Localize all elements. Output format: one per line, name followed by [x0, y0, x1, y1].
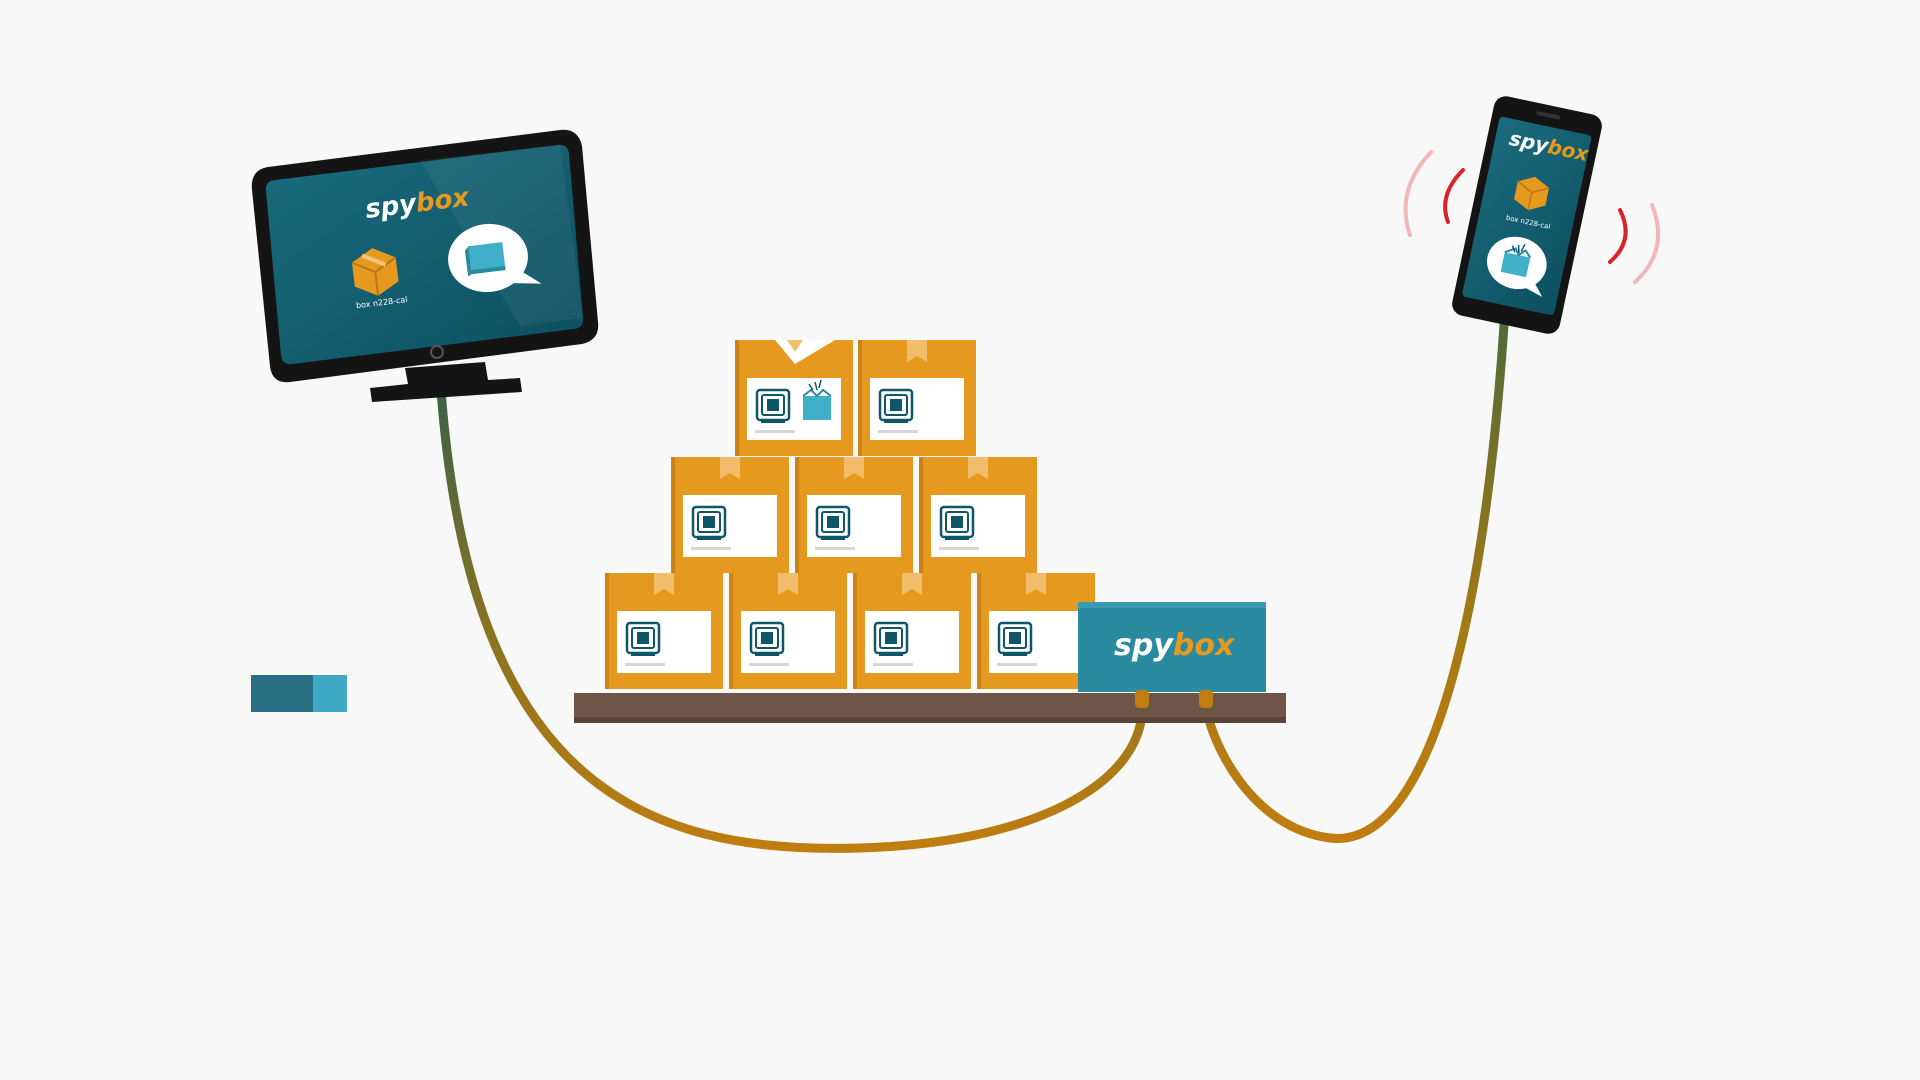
cardboard-box — [671, 457, 789, 573]
phone-cable — [1201, 305, 1510, 843]
monitor-cable — [436, 385, 1147, 853]
sensor-block — [251, 675, 347, 712]
package-icon — [351, 248, 399, 296]
spybox-device-logo: spybox — [1114, 628, 1236, 663]
monitor-screen — [265, 144, 584, 365]
monitor: spybox box n228-cal — [251, 129, 599, 402]
box-stack — [605, 340, 1095, 689]
cardboard-box — [605, 573, 723, 689]
cardboard-box — [977, 573, 1095, 689]
opened-box-alert-icon — [802, 379, 832, 420]
monitor-brand-logo: spybox — [364, 182, 472, 225]
opened-box-alert-icon — [1486, 236, 1547, 297]
cardboard-box — [858, 340, 976, 456]
cardboard-box — [853, 573, 971, 689]
phone: spybox box n228-cal — [1452, 96, 1602, 334]
cardboard-box — [729, 573, 847, 689]
monitor-power-button — [430, 345, 444, 359]
cardboard-box — [735, 340, 853, 456]
vibration-icon — [1403, 150, 1661, 284]
cardboard-box — [919, 457, 1037, 573]
monitor-stand — [370, 362, 522, 402]
cardboard-box — [795, 457, 913, 573]
package-icon — [1514, 176, 1550, 211]
speech-bubble-icon — [448, 223, 542, 293]
spybox-device: spybox — [1078, 602, 1266, 708]
